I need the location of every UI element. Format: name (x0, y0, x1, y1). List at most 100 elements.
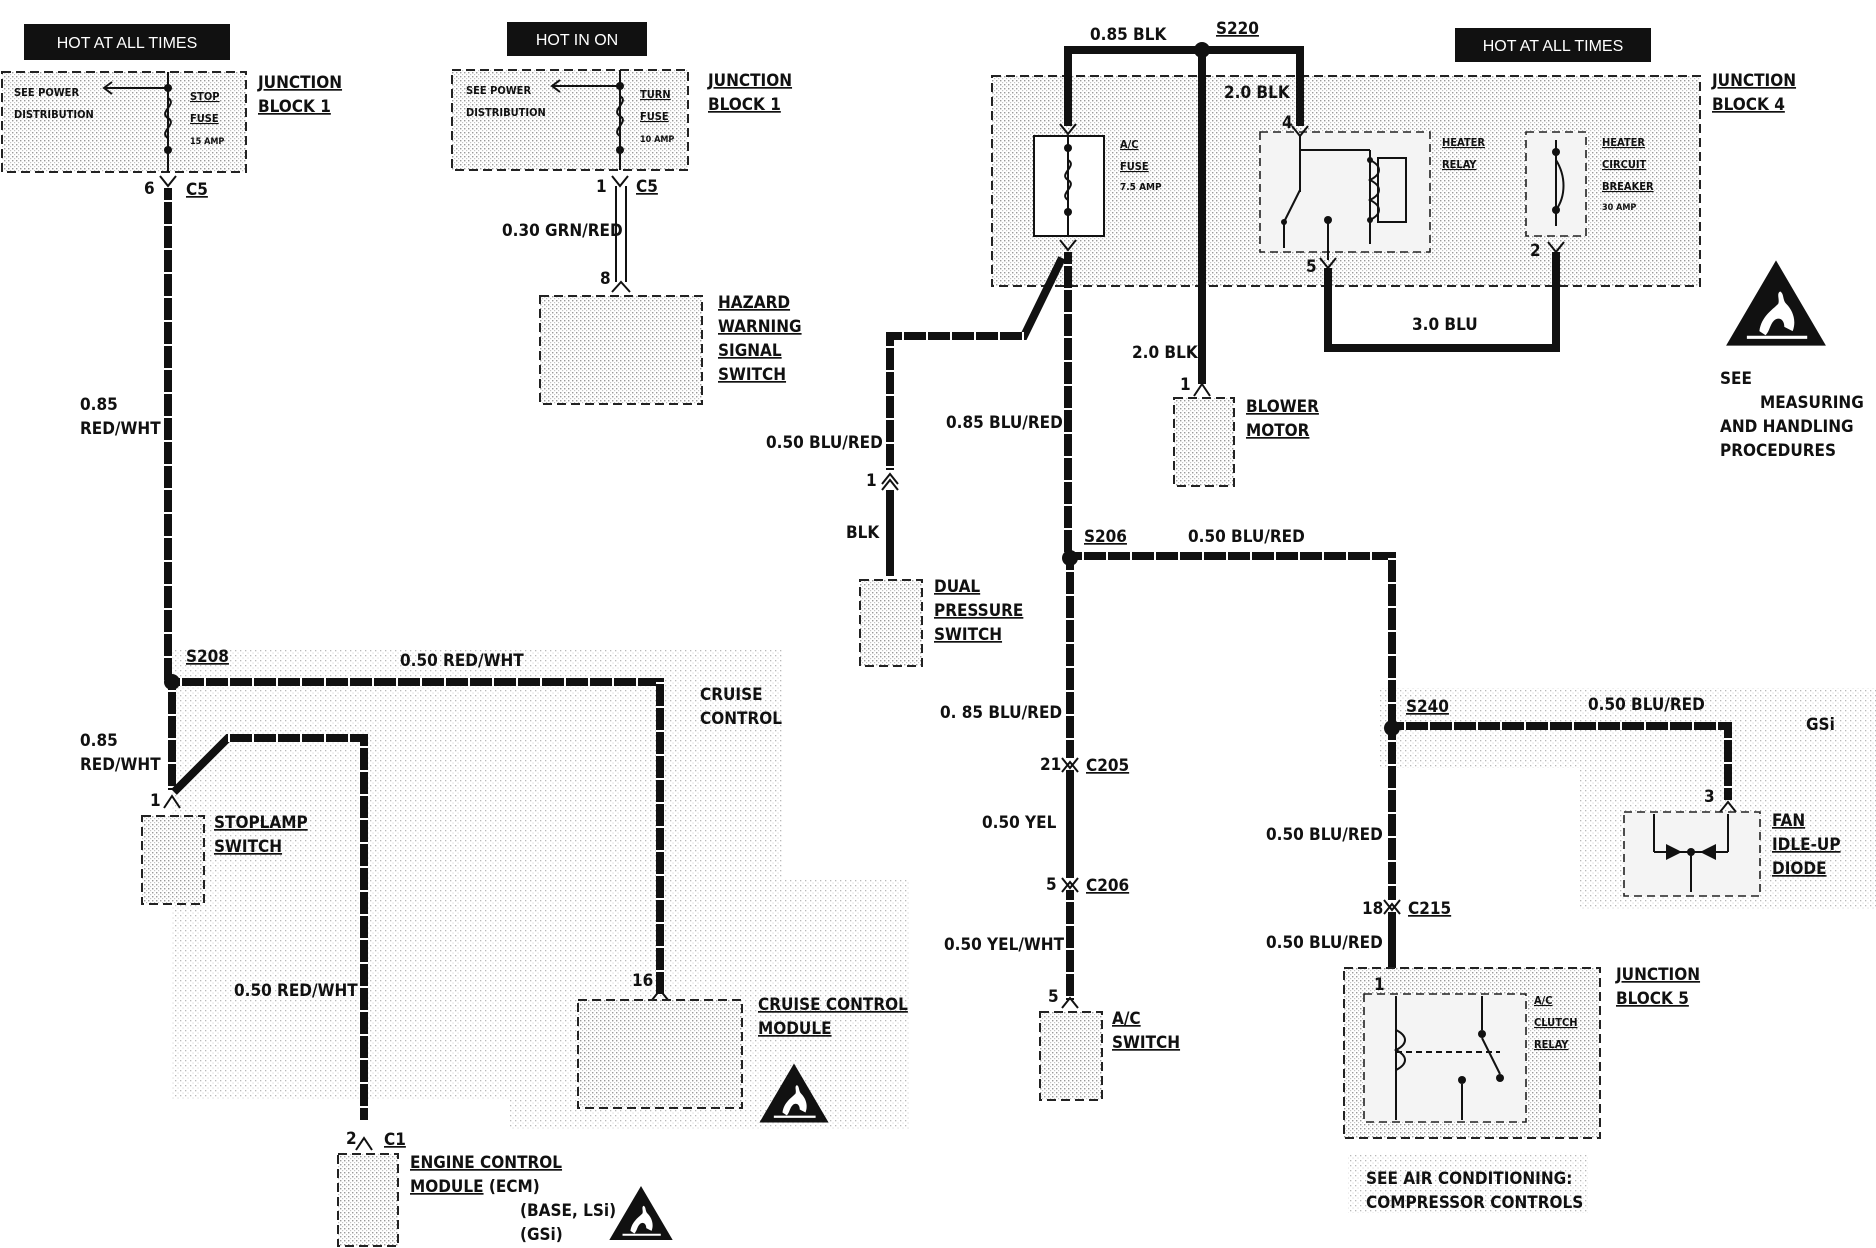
svg-text:ENGINE CONTROL: ENGINE CONTROL (410, 1153, 562, 1173)
svg-text:HAZARD: HAZARD (718, 293, 790, 313)
svg-text:SEE POWER: SEE POWER (466, 84, 531, 97)
svg-text:7.5 AMP: 7.5 AMP (1120, 182, 1162, 193)
svg-text:JUNCTION: JUNCTION (707, 71, 792, 91)
svg-text:C215: C215 (1408, 899, 1451, 919)
turn-fuse (616, 70, 624, 170)
svg-text:FUSE: FUSE (640, 110, 669, 123)
svg-text:CIRCUIT: CIRCUIT (1602, 158, 1647, 171)
svg-text:C1: C1 (384, 1130, 406, 1150)
wire-to-fan-diode (1392, 722, 1732, 800)
svg-text:BLOCK 5: BLOCK 5 (1616, 989, 1689, 1009)
dual-pressure-switch (859, 579, 923, 667)
svg-text:0.50 BLU/RED: 0.50 BLU/RED (1266, 825, 1383, 845)
svg-text:SEE AIR CONDITIONING:: SEE AIR CONDITIONING: (1366, 1169, 1572, 1189)
svg-text:SWITCH: SWITCH (214, 837, 282, 857)
ac-switch (1039, 1011, 1103, 1101)
svg-text:21: 21 (1040, 755, 1061, 775)
svg-text:0.85 BLK: 0.85 BLK (1090, 25, 1167, 45)
svg-text:IDLE-UP: IDLE-UP (1772, 835, 1841, 855)
svg-text:SEE: SEE (1720, 369, 1752, 389)
svg-text:2: 2 (346, 1129, 357, 1149)
svg-text:2.0 BLK: 2.0 BLK (1224, 83, 1291, 103)
wire-30-blu (1324, 252, 1560, 352)
svg-text:0.50 BLU/RED: 0.50 BLU/RED (766, 433, 883, 453)
wire-stoplamp-to-ecm (171, 734, 368, 1120)
svg-text:DISTRIBUTION: DISTRIBUTION (14, 108, 94, 121)
diode-icon (1653, 814, 1729, 892)
svg-text:15 AMP: 15 AMP (190, 137, 224, 147)
svg-text:MODULE (ECM): MODULE (ECM) (410, 1177, 540, 1197)
svg-text:HOT AT ALL TIMES: HOT AT ALL TIMES (57, 35, 198, 52)
svg-text:2.0 BLK: 2.0 BLK (1132, 343, 1199, 363)
svg-text:CRUISE CONTROL: CRUISE CONTROL (758, 995, 908, 1015)
wire-to-dual-pressure (886, 256, 1066, 470)
svg-text:PROCEDURES: PROCEDURES (1720, 441, 1836, 461)
svg-text:S208: S208 (186, 647, 229, 667)
wire-085-blk (1064, 46, 1304, 126)
svg-text:RELAY: RELAY (1534, 1038, 1569, 1051)
svg-text:RED/WHT: RED/WHT (80, 755, 161, 775)
svg-text:CLUTCH: CLUTCH (1534, 1016, 1578, 1029)
svg-text:CONTROL: CONTROL (700, 709, 782, 729)
svg-text:S240: S240 (1406, 697, 1449, 717)
svg-text:S220: S220 (1216, 19, 1259, 39)
svg-text:1: 1 (1374, 975, 1385, 995)
svg-text:BLOCK 1: BLOCK 1 (708, 95, 781, 115)
svg-text:(GSi): (GSi) (520, 1225, 563, 1245)
svg-text:3: 3 (1704, 787, 1715, 807)
svg-text:C206: C206 (1086, 876, 1129, 896)
svg-text:S206: S206 (1084, 527, 1127, 547)
svg-text:GSi: GSi (1806, 715, 1835, 735)
svg-text:SWITCH: SWITCH (934, 625, 1002, 645)
engine-control-module (337, 1153, 399, 1247)
svg-text:TURN: TURN (640, 88, 671, 101)
svg-text:HEATER: HEATER (1602, 136, 1645, 149)
svg-text:RELAY: RELAY (1442, 158, 1477, 171)
svg-text:JUNCTION: JUNCTION (1711, 71, 1796, 91)
svg-text:HEATER: HEATER (1442, 136, 1485, 149)
ac-fuse (1033, 135, 1105, 237)
svg-text:0.50 RED/WHT: 0.50 RED/WHT (234, 981, 358, 1001)
svg-text:A/C: A/C (1120, 138, 1139, 151)
svg-text:WARNING: WARNING (718, 317, 802, 337)
svg-text:DUAL: DUAL (934, 577, 980, 597)
svg-text:BLOWER: BLOWER (1246, 397, 1319, 417)
stoplamp-switch (141, 815, 205, 905)
svg-text:MEASURING: MEASURING (1760, 393, 1864, 413)
svg-text:0.30 GRN/RED: 0.30 GRN/RED (502, 221, 623, 241)
svg-text:COMPRESSOR CONTROLS: COMPRESSOR CONTROLS (1366, 1193, 1583, 1213)
svg-text:0.50 YEL/WHT: 0.50 YEL/WHT (944, 935, 1065, 955)
svg-text:PRESSURE: PRESSURE (934, 601, 1023, 621)
svg-text:BLOCK 4: BLOCK 4 (1712, 95, 1785, 115)
see-power-distribution: SEE POWER (14, 86, 79, 99)
svg-text:0.50 YEL: 0.50 YEL (982, 813, 1057, 833)
cruise-control-module (577, 999, 743, 1109)
svg-text:DISTRIBUTION: DISTRIBUTION (466, 106, 546, 119)
svg-text:C5: C5 (186, 180, 208, 200)
svg-text:1: 1 (596, 177, 607, 197)
jb1-left-title: JUNCTION (257, 73, 342, 93)
svg-text:(BASE, LSi): (BASE, LSi) (520, 1201, 616, 1221)
svg-text:C5: C5 (636, 177, 658, 197)
esd-warning-icon-ecm (608, 1184, 674, 1242)
svg-text:STOPLAMP: STOPLAMP (214, 813, 308, 833)
svg-text:A/C: A/C (1112, 1009, 1141, 1029)
svg-text:1: 1 (1180, 375, 1191, 395)
svg-text:0.85 BLU/RED: 0.85 BLU/RED (946, 413, 1063, 433)
svg-text:MODULE: MODULE (758, 1019, 832, 1039)
svg-text:CRUISE: CRUISE (700, 685, 763, 705)
svg-text:HOT AT ALL TIMES: HOT AT ALL TIMES (1483, 38, 1624, 55)
svg-text:5: 5 (1048, 987, 1059, 1007)
stop-fuse (164, 72, 172, 172)
svg-text:MOTOR: MOTOR (1246, 421, 1310, 441)
svg-text:0.50 BLU/RED: 0.50 BLU/RED (1266, 933, 1383, 953)
svg-text:STOP: STOP (190, 90, 220, 103)
svg-text:0.50 BLU/RED: 0.50 BLU/RED (1188, 527, 1305, 547)
heater-relay (1259, 131, 1431, 253)
svg-text:0.50 RED/WHT: 0.50 RED/WHT (400, 651, 524, 671)
svg-text:FUSE: FUSE (190, 112, 219, 125)
wire-s206-to-s240 (1070, 552, 1396, 726)
svg-text:A/C: A/C (1534, 994, 1553, 1007)
svg-text:BLK: BLK (846, 523, 880, 543)
